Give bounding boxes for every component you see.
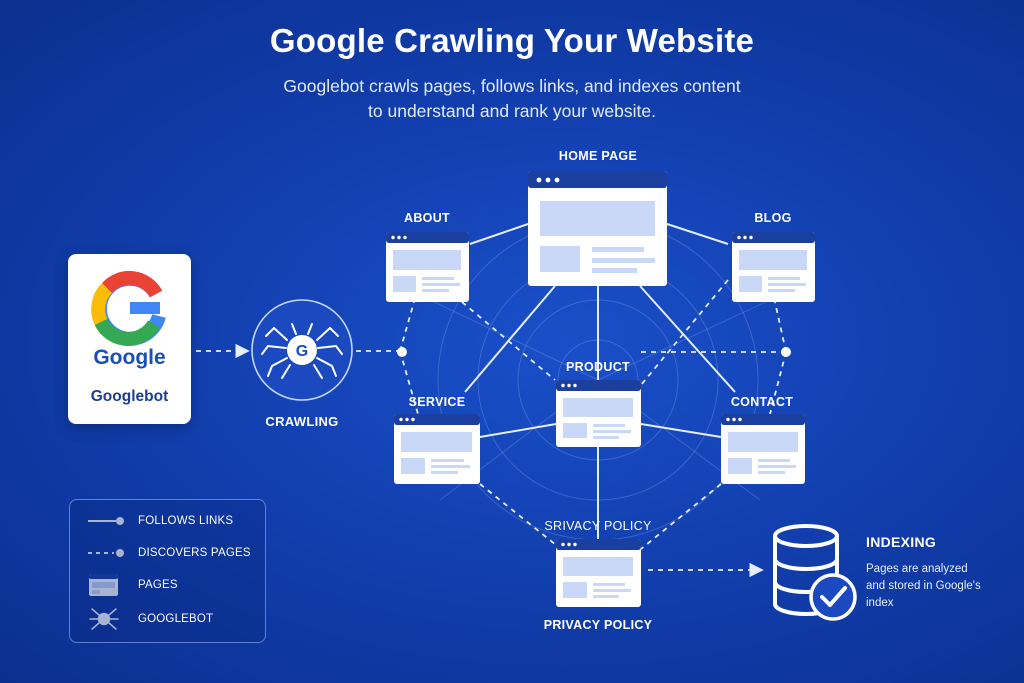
google-card: Google Googlebot: [68, 254, 191, 424]
discovers-pages-lines: [196, 279, 787, 578]
page-about[interactable]: [386, 232, 469, 302]
follows-links-lines: [464, 223, 736, 539]
legend-follows-links: FOLLOWS LINKS: [138, 515, 234, 527]
indexing-desc-line-1: Pages are analyzed: [866, 563, 968, 575]
label-contact: CONTACT: [730, 395, 794, 409]
indexing-desc-line-2: and stored in Google's: [866, 580, 981, 592]
legend-dashed-line-icon: [88, 549, 124, 557]
legend-spider-icon: [89, 608, 119, 630]
legend-panel: FOLLOWS LINKS DISCOVERS PAGES PAGES GOOG…: [69, 499, 266, 643]
label-service: SERVICE: [408, 395, 466, 409]
spider-badge-letter: G: [296, 343, 308, 360]
link-node-left: [397, 347, 407, 357]
label-blog: BLOG: [754, 211, 792, 225]
crawling-label: CRAWLING: [265, 414, 339, 429]
label-product: PRODUCT: [566, 360, 630, 374]
label-home-page: HOME PAGE: [558, 149, 638, 163]
link-node-right: [781, 347, 791, 357]
page-privacy-policy[interactable]: [556, 539, 641, 607]
legend-discovers-pages: DISCOVERS PAGES: [138, 547, 251, 559]
diagram-title: Google Crawling Your Website: [269, 22, 755, 59]
legend-solid-line-icon: [88, 517, 124, 525]
check-circle-icon: [809, 573, 857, 621]
page-blog[interactable]: [732, 232, 815, 302]
page-home[interactable]: [528, 171, 667, 286]
indexing-title: INDEXING: [866, 534, 937, 550]
label-privacy-policy-top: SRIVACY POLICY: [544, 519, 652, 533]
legend-page-icon: [89, 574, 118, 596]
googlebot-text: Googlebot: [90, 388, 169, 405]
label-privacy-policy: PRIVACY POLICY: [543, 618, 653, 632]
legend-pages: PAGES: [138, 579, 178, 591]
page-service[interactable]: [394, 414, 480, 484]
google-brand-text: Google: [93, 346, 166, 369]
googlebot-spider-icon: [251, 299, 353, 401]
indexing-desc-line-3: index: [866, 597, 894, 609]
label-about: ABOUT: [404, 211, 450, 225]
subtitle-line-2: to understand and rank your website.: [368, 101, 656, 121]
page-product[interactable]: [556, 380, 641, 447]
legend-googlebot: GOOGLEBOT: [138, 613, 214, 625]
page-contact[interactable]: [721, 414, 805, 484]
indexing-description: Pages are analyzed and stored in Google'…: [866, 561, 1006, 612]
subtitle-line-1: Googlebot crawls pages, follows links, a…: [283, 76, 741, 96]
google-g-logo-icon: [91, 270, 166, 346]
